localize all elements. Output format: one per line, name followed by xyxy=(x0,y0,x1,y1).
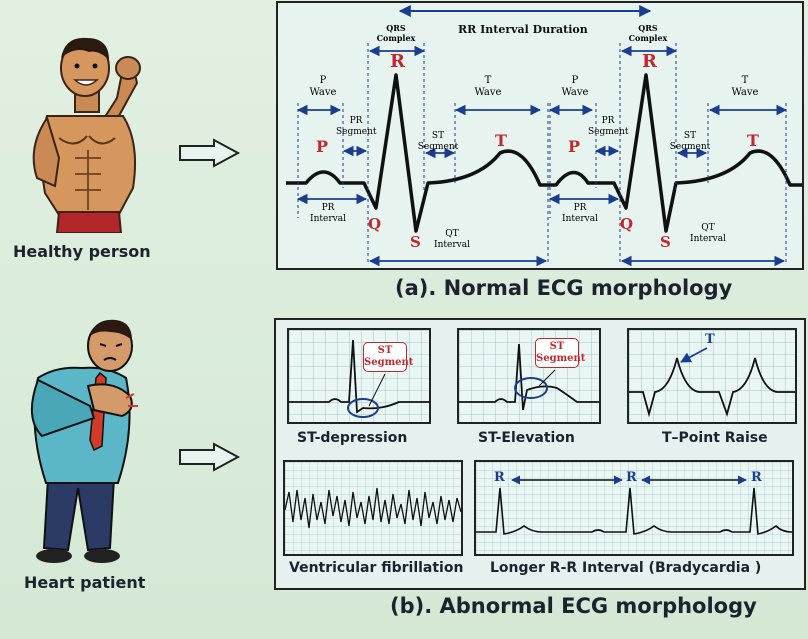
st-depression-trace xyxy=(289,330,429,422)
t-peak-label: T xyxy=(747,131,759,150)
vfib-trace xyxy=(284,462,462,554)
q-point-label: Q xyxy=(620,215,634,233)
t-raise-trace xyxy=(629,330,795,422)
st-elevation-caption: ST-Elevation xyxy=(478,430,575,446)
interval-arrows xyxy=(296,45,788,267)
p-peak-label: P xyxy=(568,137,581,156)
bradycardia-trace xyxy=(476,462,793,554)
rr-interval-label: RR Interval Duration xyxy=(458,23,588,36)
normal-ecg-caption: (a). Normal ECG morphology xyxy=(395,276,733,300)
qt-interval-label: QT Interval xyxy=(434,229,470,250)
st-segment-callout: ST Segment xyxy=(535,338,585,368)
s-point-label: S xyxy=(410,233,421,251)
r-peak-label: R xyxy=(494,470,505,485)
t-raise-strip: T xyxy=(627,328,797,424)
heart-patient-illustration xyxy=(31,319,138,563)
vfib-strip xyxy=(283,460,463,556)
arrow-right-icon xyxy=(179,138,241,168)
r-peak-label: R xyxy=(626,470,637,485)
qrs-complex-label: QRS Complex xyxy=(628,23,668,43)
normal-ecg-diagram xyxy=(286,5,802,267)
normal-ecg-panel: RR Interval Duration QRS Complex R P Wav… xyxy=(276,1,804,270)
r-peak-label: R xyxy=(642,51,657,72)
pr-interval-label: PR Interval xyxy=(310,203,346,224)
bradycardia-caption: Longer R-R Interval (Bradycardia ) xyxy=(490,560,762,576)
qrs-complex-label: QRS Complex xyxy=(376,23,416,43)
arrow-right-icon xyxy=(179,442,241,472)
p-wave-label: P Wave xyxy=(309,75,337,98)
vfib-caption: Ventricular fibrillation xyxy=(289,560,464,576)
st-segment-callout: ST Segment xyxy=(363,342,413,372)
pr-segment-label: PR Segment xyxy=(336,116,377,137)
pr-segment-label: PR Segment xyxy=(588,116,629,137)
t-raise-caption: T–Point Raise xyxy=(662,430,768,446)
pr-interval-label: PR Interval xyxy=(562,203,598,224)
r-peak-label: R xyxy=(390,51,405,72)
abnormal-ecg-caption: (b). Abnormal ECG morphology xyxy=(390,594,757,618)
st-segment-label: ST Segment xyxy=(417,131,459,152)
bradycardia-strip: R R R xyxy=(474,460,794,556)
st-segment-label: ST Segment xyxy=(669,131,711,152)
t-wave-label: T Wave xyxy=(731,75,759,98)
st-depression-strip: ST Segment xyxy=(287,328,431,424)
qt-interval-label: QT Interval xyxy=(690,223,726,244)
healthy-person-label: Healthy person xyxy=(13,242,151,261)
t-peak-label: T xyxy=(495,131,507,150)
s-point-label: S xyxy=(660,233,671,251)
p-wave-label: P Wave xyxy=(561,75,589,98)
ecg-trace xyxy=(286,73,802,233)
p-peak-label: P xyxy=(316,137,329,156)
t-wave-label: T Wave xyxy=(474,75,502,98)
q-point-label: Q xyxy=(368,215,382,233)
healthy-person-illustration xyxy=(32,37,141,233)
guide-lines xyxy=(297,43,787,265)
st-elevation-strip: ST Segment xyxy=(457,328,601,424)
r-peak-label: R xyxy=(751,470,762,485)
st-depression-caption: ST-depression xyxy=(297,430,408,446)
heart-patient-label: Heart patient xyxy=(24,573,146,592)
t-marker-label: T xyxy=(705,332,715,347)
